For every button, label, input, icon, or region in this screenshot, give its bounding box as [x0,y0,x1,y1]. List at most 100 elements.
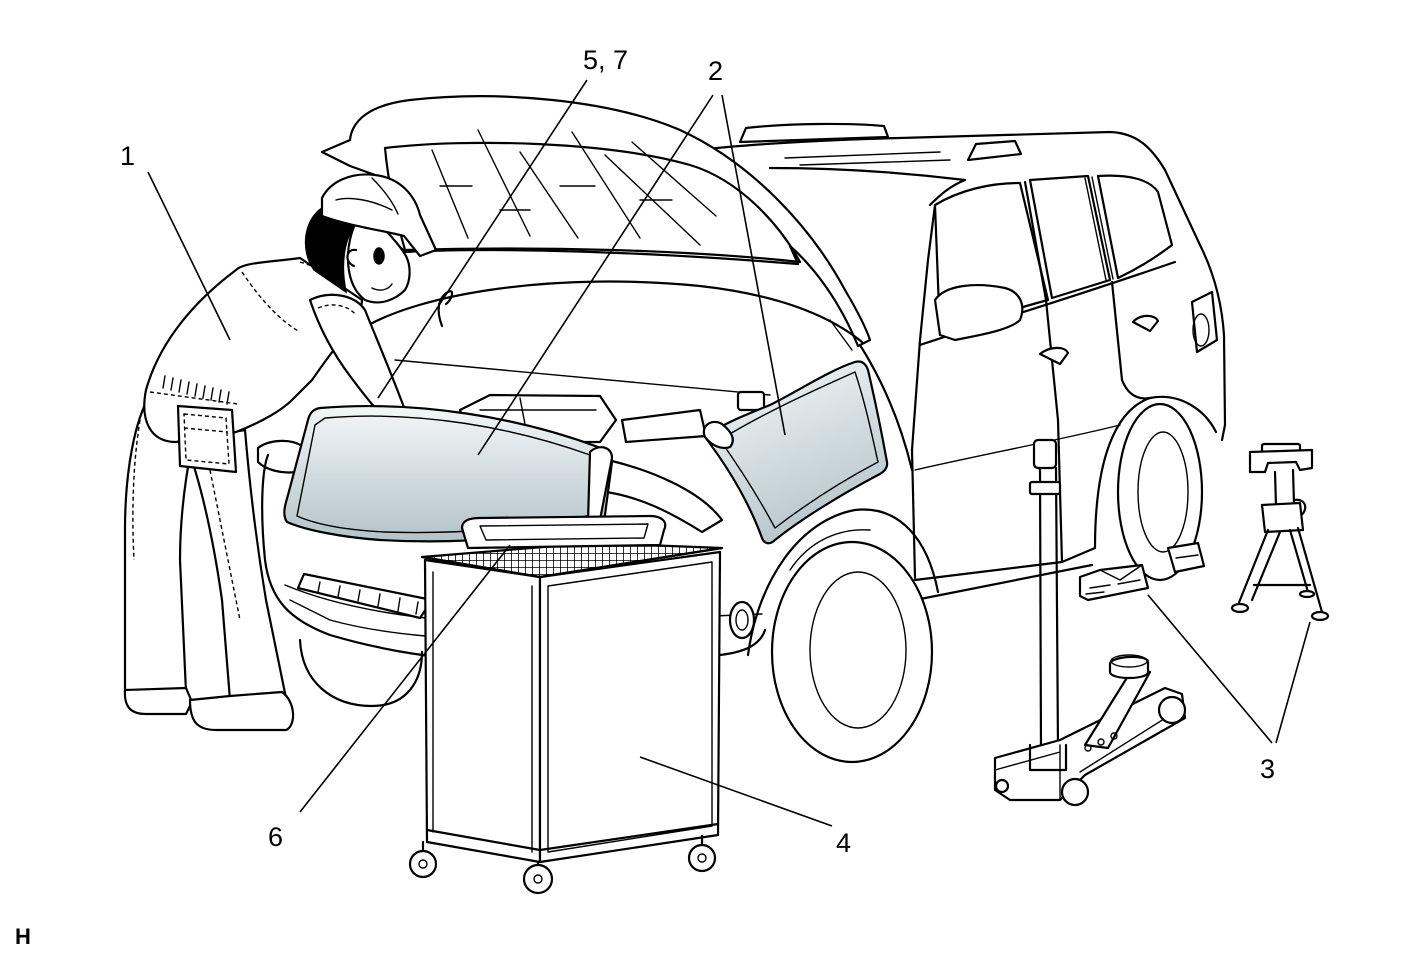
leader-3b [1275,621,1311,744]
parts-cart [408,514,724,895]
fuel-door [1192,313,1210,347]
hood-ribs [431,129,717,246]
cart-front-inset [432,571,533,853]
callout-5-7: 5, 7 [583,45,628,75]
wheel-chock-front [1078,563,1150,602]
jack-stand-foot-2 [1310,610,1330,622]
jack-stand-saddle [1248,448,1314,474]
jack-hole-2 [1097,738,1105,746]
rear-quarter-window [1096,174,1174,280]
callout-1: 1 [120,141,135,171]
figure-code: H [15,924,31,949]
rear-body-line [1163,168,1227,442]
cart-top-rim [420,546,724,579]
fender-cover-body [703,360,889,545]
wheel-chock-front-grain [1085,564,1143,595]
leader-6 [299,544,511,813]
front-door-handle [1038,346,1070,366]
callout-3: 3 [1260,754,1275,784]
jack-rear-wheel [1060,777,1090,807]
roof-line [695,130,1167,172]
jack-saddle-top [1110,654,1148,668]
rear-door-window [1028,174,1112,300]
cart-right-inset [547,561,713,853]
windshield-top [768,166,967,207]
leg-seams [132,419,241,621]
cart-front-face [423,558,542,864]
jack-stand-legs [1236,526,1324,614]
jack-handle-fork [1028,743,1068,772]
callout-4: 4 [836,828,851,858]
leader-2a [477,94,714,456]
jack-frame-lines [994,711,1176,801]
lower-intake-slats [317,581,419,615]
sleeve-stitch [317,304,357,316]
jack-handle-knob [1032,438,1058,470]
caster-right-hub [697,853,707,863]
callout-2: 2 [708,56,723,86]
rear-wheel-arch [1093,395,1218,550]
jack-stand-foot-3 [1298,589,1316,599]
cowl-line [394,359,771,396]
jack-stand-foot-1 [1230,602,1250,614]
battery [736,390,766,412]
right-headlight [604,458,724,534]
jack-handle [1038,466,1060,757]
ear [346,248,358,268]
floor-jack [993,438,1187,807]
left-shoe [123,686,194,716]
leader-2b [721,94,786,436]
leader-3a [1147,594,1273,744]
callouts: 1 5, 7 2 3 4 6 H [15,45,1275,949]
hood-inner-panel [383,141,802,264]
jack-hole-1 [1084,744,1092,752]
front-door-edge [910,203,937,580]
body-top-edge [358,280,864,344]
taillight [1190,290,1219,354]
fender-cover [702,360,889,545]
back-pocket-stitch [183,413,230,465]
jack-handle-collar [1028,480,1062,496]
raised-hood [320,95,872,348]
hood-strut [829,319,853,351]
rear-door-edge [1110,280,1152,400]
caster-middle-hub [533,874,543,884]
body-crease [914,424,1121,471]
cart-base-band [425,822,720,852]
jack-stand-collar [1260,501,1305,534]
cap [320,173,438,258]
eye [373,247,385,265]
jack-hole-3 [1110,732,1118,740]
coolant-reservoir [620,408,708,444]
jack-stand-post [1273,468,1296,508]
sunroof-line [784,151,951,166]
left-front-tire [298,638,424,708]
front-wheel-arch [746,508,940,657]
mouth [371,283,393,291]
cart-tray-inner [479,523,649,541]
wheel-chocks [1078,541,1206,602]
front-bumper [261,453,767,664]
rocker-panel [903,546,1097,604]
leader-1 [147,171,231,341]
leader-lines [147,79,1311,827]
rear-rim [1137,431,1189,553]
jack-caster [994,778,1010,794]
wheel-well-shade [789,529,871,571]
fog-light-lens [735,609,749,631]
wheel-chock-rear [1166,541,1206,574]
callout-6: 6 [268,822,283,852]
hair [304,207,358,294]
leader-4 [639,756,833,827]
cap-seam [335,177,399,215]
caster-left [408,849,438,879]
pillar-lines [1084,176,1114,281]
roof-rack-rear [966,139,1023,162]
right-shoe [188,690,295,732]
front-tire [770,540,934,764]
roof-rack-front [738,122,890,144]
fender-cover-border [719,371,879,529]
fender-cover-roll [702,420,734,450]
jack-front-wheel [1157,695,1187,725]
